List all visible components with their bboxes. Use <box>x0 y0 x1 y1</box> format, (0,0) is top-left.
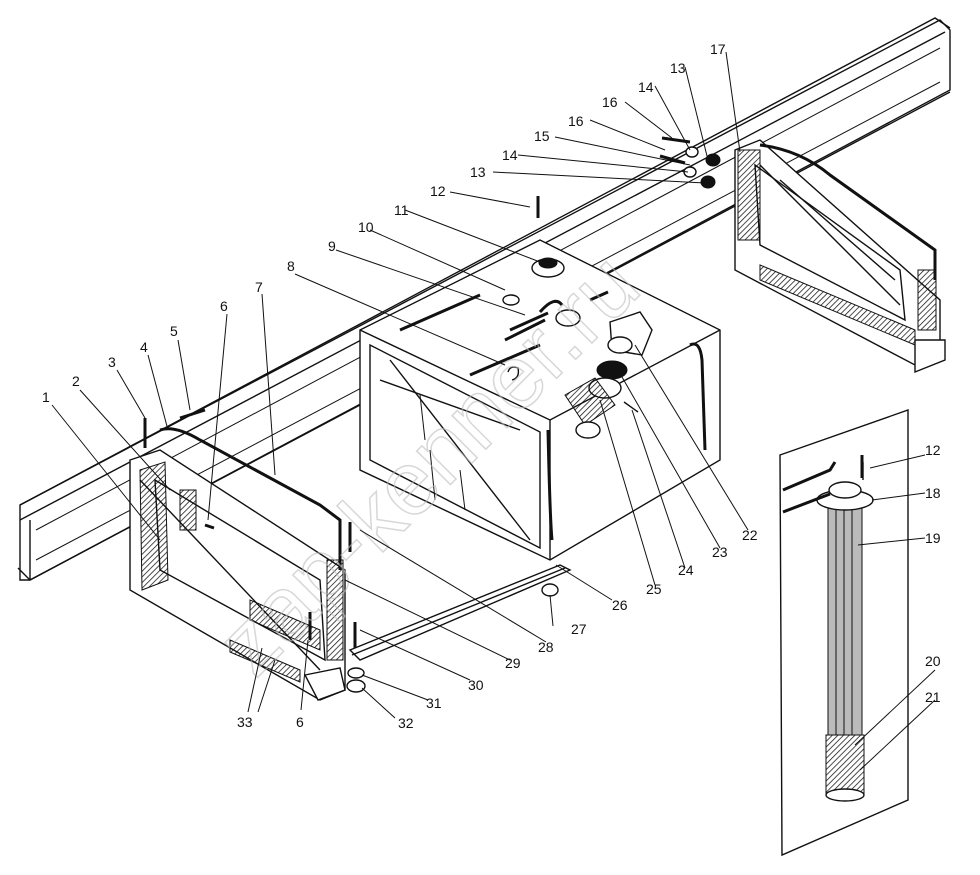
sensor-float <box>825 734 865 796</box>
callout-28: 28 <box>538 639 554 655</box>
callout-23: 23 <box>712 544 728 560</box>
callout-1: 1 <box>42 389 50 405</box>
callout-7: 7 <box>255 279 263 295</box>
callout-32: 32 <box>398 715 414 731</box>
callout-4: 4 <box>140 339 148 355</box>
callout-22: 22 <box>742 527 758 543</box>
tank-plug <box>502 294 520 306</box>
callout-15: 15 <box>534 128 550 144</box>
callout-11: 11 <box>394 202 409 218</box>
drain-hook <box>507 366 520 381</box>
callout-26: 26 <box>612 597 628 613</box>
upper-fasteners <box>536 136 864 478</box>
callout-16-lower: 16 <box>568 113 584 129</box>
callout-24: 24 <box>678 562 694 578</box>
callout-17: 17 <box>710 41 726 57</box>
callout-16-upper: 16 <box>602 94 618 110</box>
callout-18: 18 <box>925 485 941 501</box>
callout-12-upper: 12 <box>430 183 446 199</box>
strap-nut <box>541 583 559 597</box>
callout-19: 19 <box>925 530 941 546</box>
sensor-inset-panel <box>779 409 909 857</box>
callout-31: 31 <box>426 695 442 711</box>
callout-13-upper: 13 <box>670 60 686 76</box>
callout-10: 10 <box>358 219 374 235</box>
intake-assembly <box>564 311 653 439</box>
callout-3: 3 <box>108 354 116 370</box>
callout-9: 9 <box>328 238 336 254</box>
left-bracket <box>129 408 366 701</box>
callout-2: 2 <box>72 373 80 389</box>
callout-20: 20 <box>925 653 941 669</box>
callout-13-lower: 13 <box>470 164 486 180</box>
callout-29: 29 <box>505 655 521 671</box>
callout-25: 25 <box>646 581 662 597</box>
sensor-tube <box>827 504 863 736</box>
callout-8: 8 <box>287 258 295 274</box>
leader-lines <box>51 51 936 771</box>
callout-21: 21 <box>925 689 941 705</box>
callout-14-lower: 14 <box>502 147 518 163</box>
right-bracket <box>734 139 946 374</box>
callout-27: 27 <box>571 621 587 637</box>
callout-30: 30 <box>468 677 484 693</box>
callout-14-upper: 14 <box>638 79 654 95</box>
callout-6-lower: 6 <box>296 714 304 730</box>
callout-33: 33 <box>237 714 253 730</box>
bottom-strap <box>348 564 572 661</box>
callout-labels: 1 2 3 4 5 6 6 7 8 9 10 11 12 12 13 13 14… <box>42 41 941 731</box>
callout-12-inset: 12 <box>925 442 941 458</box>
callout-5: 5 <box>170 323 178 339</box>
callout-6-upper: 6 <box>220 298 228 314</box>
sensor-elbow <box>538 299 564 313</box>
